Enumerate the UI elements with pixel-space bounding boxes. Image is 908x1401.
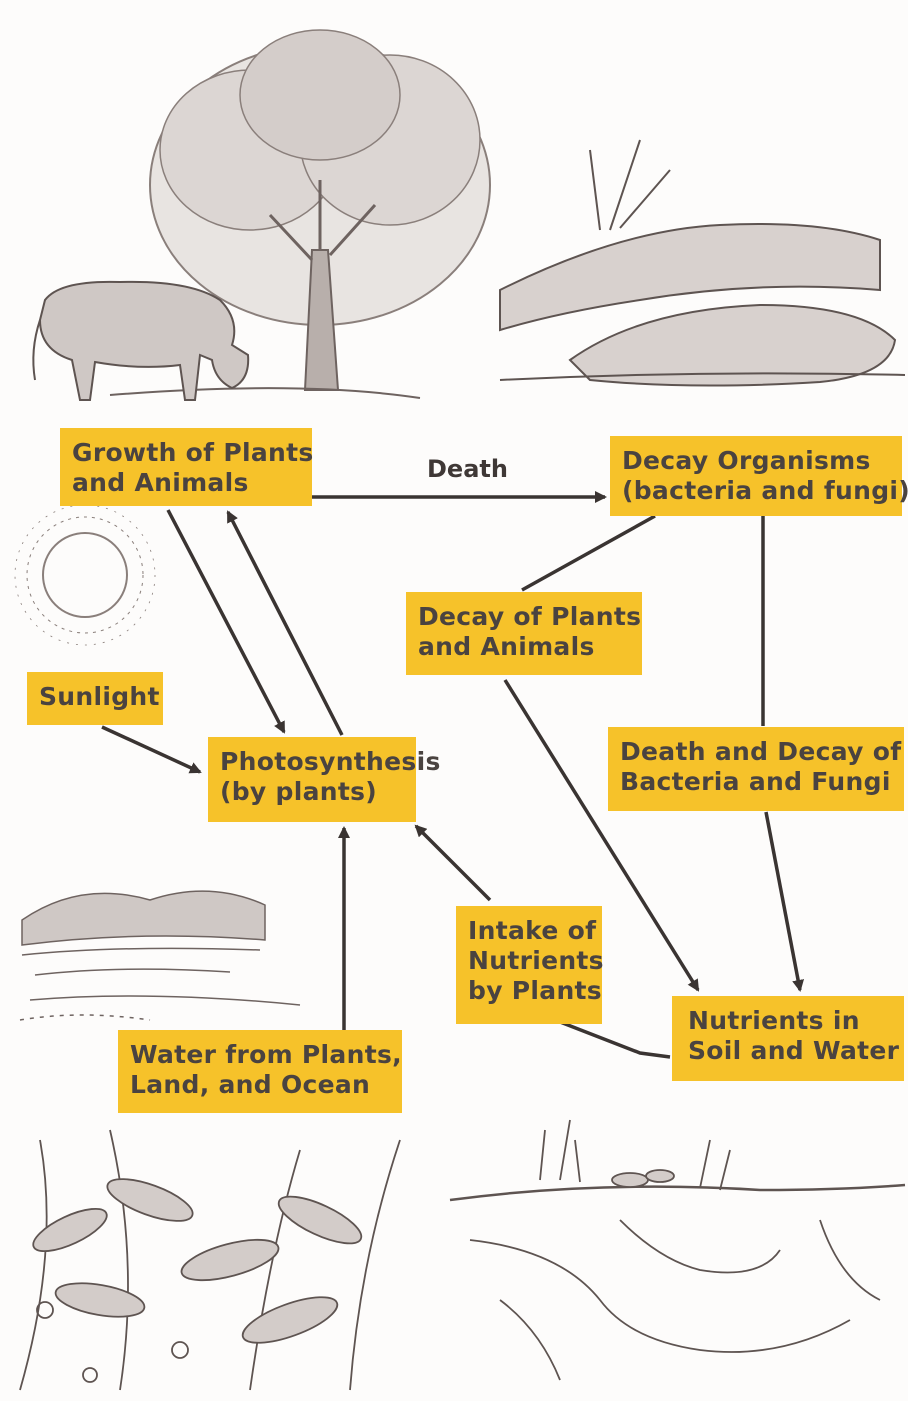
sun-illustration — [15, 505, 155, 645]
fallen-log-illustration — [500, 140, 905, 386]
arrow-growth-to-photosynthesis — [168, 510, 284, 732]
line-decay-organisms-to-decay-plants — [522, 516, 655, 590]
arrow-intake-to-photosynthesis — [416, 826, 490, 900]
node-water: Water from Plants, Land, and Ocean — [118, 1030, 402, 1113]
node-decay-plants: Decay of Plants and Animals — [406, 592, 642, 675]
arrow-death-decay-to-nutrients — [766, 812, 800, 990]
cow-illustration — [33, 282, 248, 400]
node-sunlight: Sunlight — [27, 672, 163, 725]
arrow-sunlight-to-photosynthesis — [102, 727, 200, 772]
node-photosynthesis: Photosynthesis (by plants) — [208, 737, 416, 822]
pond-illustration — [20, 891, 300, 1020]
node-intake: Intake of Nutrients by Plants — [456, 906, 602, 1024]
node-nutrients: Nutrients in Soil and Water — [672, 996, 904, 1081]
soil-illustration — [450, 1120, 905, 1380]
node-death-decay-bacteria: Death and Decay of Bacteria and Fungi — [608, 727, 904, 811]
arrow-photosynthesis-to-growth — [228, 512, 342, 735]
node-decay-organisms: Decay Organisms (bacteria and fungi) — [610, 436, 902, 516]
edge-label-death: Death — [427, 455, 508, 483]
plants-illustration — [20, 1130, 400, 1390]
node-growth: Growth of Plants and Animals — [60, 428, 312, 506]
line-nutrients-to-intake — [555, 1020, 670, 1057]
